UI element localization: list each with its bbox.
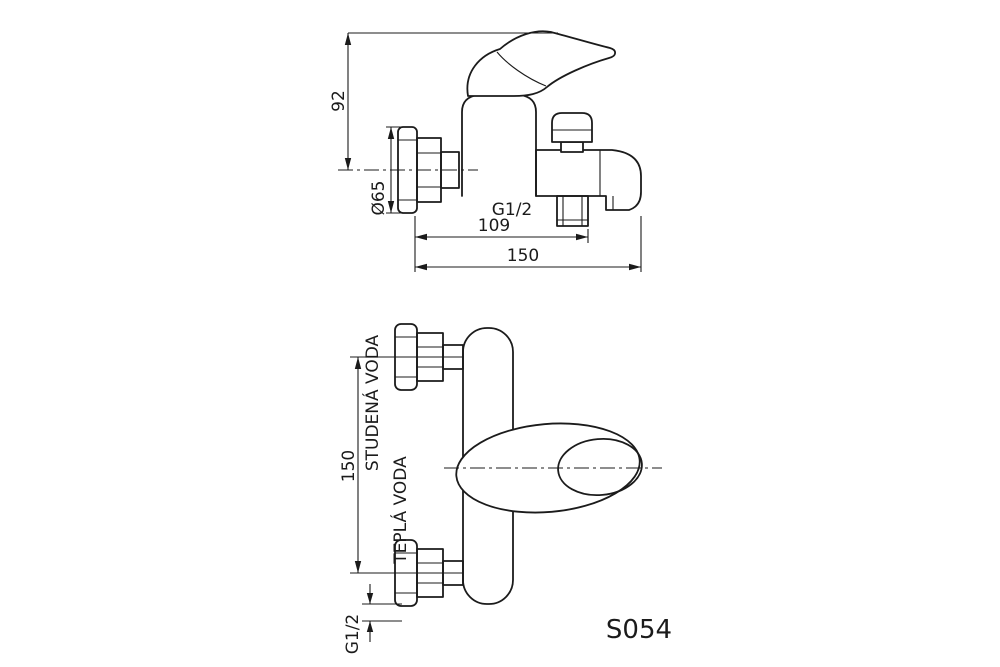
dimension-109: 109 (414, 216, 589, 272)
handle-outline (466, 30, 617, 97)
dim-150-text: 150 (507, 246, 539, 266)
dim-150-spacing-text: 150 (339, 450, 359, 482)
cartridge-housing (461, 94, 537, 197)
escutcheon-step-lines (398, 139, 417, 201)
handle-seam (496, 51, 547, 87)
arrowhead (344, 33, 352, 45)
arrowhead (366, 593, 374, 604)
dim-150-lines (415, 216, 642, 272)
front-view: 150 STUDENÁ VODA TEPLÁ VODA G1/2 (339, 323, 662, 654)
shower-outlet-thread (556, 195, 589, 227)
dimension-150-spacing: 150 (339, 356, 463, 574)
dim-109-text: 109 (478, 216, 510, 236)
dim-65-text: Ø65 (369, 180, 389, 215)
diverter-cap (551, 112, 593, 143)
hex-facet-lines (417, 346, 443, 368)
dim-92-lines (347, 32, 558, 170)
flange-connector (440, 151, 460, 189)
thread-callout-front: G1/2 (343, 584, 402, 654)
arrowhead (387, 201, 395, 213)
diverter-stem (560, 141, 584, 153)
front-thread-label: G1/2 (343, 614, 363, 655)
arrowhead (344, 158, 352, 170)
arrowhead (415, 233, 427, 241)
lever-handle (466, 30, 617, 97)
arrowhead (387, 127, 395, 139)
dimension-150-depth: 150 (415, 216, 642, 272)
cold-water-label: STUDENÁ VODA (361, 334, 383, 471)
spout-detail-lines (599, 150, 614, 210)
faucet-body (535, 149, 642, 211)
dim-150-spacing-lines (350, 356, 463, 574)
thread-lines (557, 196, 588, 226)
diverter-knob (551, 112, 593, 153)
thread-dim-lines (362, 584, 402, 642)
side-thread-label: G1/2 (492, 200, 533, 220)
arrowhead (354, 561, 362, 573)
dim-109-lines (414, 216, 589, 272)
hex-facet-lines (417, 562, 443, 584)
hex-facet-lines (417, 152, 441, 188)
handle-tip (557, 437, 643, 497)
escutcheon-step-lines (395, 552, 417, 594)
dim-92-text: 92 (329, 90, 349, 112)
escutcheon-step-lines (395, 336, 417, 378)
arrowhead (415, 263, 427, 271)
arrowhead (354, 357, 362, 369)
arrowhead (629, 263, 641, 271)
model-code: S054 (606, 615, 672, 645)
dimension-flange-diameter: Ø65 (369, 126, 401, 216)
body-outline (535, 149, 642, 211)
dimension-height-92: 92 (329, 32, 558, 170)
thread-nipple (556, 195, 589, 227)
arrowhead (366, 621, 374, 632)
dim-65-lines (386, 126, 401, 214)
arrowhead (576, 233, 588, 241)
side-view: 92 Ø65 G1/2 109 150 (329, 30, 642, 272)
hot-water-label: TEPLÁ VODA (389, 456, 411, 565)
